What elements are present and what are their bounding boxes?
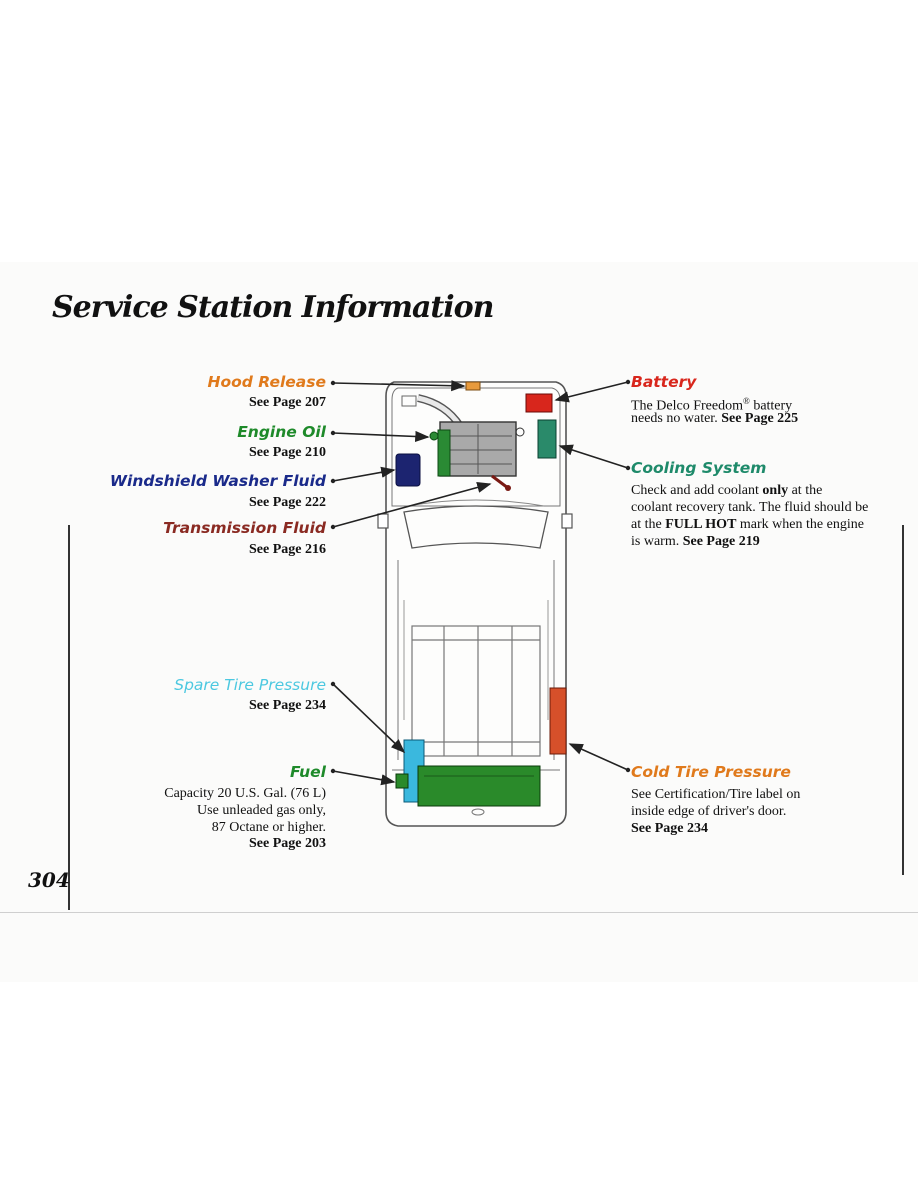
- leader-hood-release: [332, 380, 466, 392]
- cold-tire-marker: [549, 687, 567, 755]
- spare-tire-see-page: See Page 234: [249, 698, 326, 713]
- fuel-tank-marker: [417, 765, 541, 807]
- leader-transmission-fluid: [332, 481, 492, 528]
- fuel-octane-text: 87 Octane or higher.: [211, 820, 326, 835]
- transmission-fluid-label: Transmission Fluid: [163, 519, 326, 537]
- battery-marker: [525, 393, 553, 413]
- page-number: 304: [28, 868, 70, 892]
- roof-rack: [411, 625, 541, 757]
- coolant-tank-marker: [537, 419, 557, 459]
- fuel-see-page: See Page 203: [249, 836, 326, 851]
- fuel-unleaded-text: Use unleaded gas only,: [197, 803, 326, 818]
- hood-release-label: Hood Release: [207, 373, 326, 391]
- cooling-text-line3: at the FULL HOT mark when the engine: [631, 517, 864, 532]
- engine-oil-see-page: See Page 210: [249, 445, 326, 460]
- leader-cooling: [558, 444, 629, 469]
- washer-fluid-reservoir: [395, 453, 421, 487]
- footer-rule: [0, 912, 918, 913]
- engine-oil-marker: [437, 429, 451, 477]
- cold-tire-see-page: See Page 234: [631, 821, 708, 836]
- windshield: [403, 505, 549, 549]
- battery-text-line1: The Delco Freedom® battery: [631, 396, 793, 414]
- fuel-capacity-text: Capacity 20 U.S. Gal. (76 L): [164, 786, 326, 801]
- leader-battery: [554, 381, 629, 403]
- left-mirror: [377, 513, 389, 529]
- leader-washer-fluid: [332, 466, 396, 482]
- right-mirror: [561, 513, 573, 529]
- cooling-text-line2: coolant recovery tank. The fluid should …: [631, 500, 869, 515]
- cold-tire-label: Cold Tire Pressure: [631, 763, 791, 781]
- battery-see-page: See Page 225: [721, 411, 799, 426]
- engine-oil-label: Engine Oil: [237, 423, 326, 441]
- leader-spare-tire: [332, 683, 406, 754]
- cooling-text-line4: is warm. See Page 219: [631, 534, 760, 549]
- right-margin-rule: [902, 525, 904, 875]
- hood-release-see-page: See Page 207: [249, 395, 326, 410]
- transmission-dipstick: [491, 474, 509, 490]
- vehicle-body-outline: [385, 381, 567, 827]
- washer-fluid-see-page: See Page 222: [249, 495, 326, 510]
- leader-cold-tire: [568, 743, 629, 771]
- hood-release-marker: [465, 381, 481, 391]
- washer-fluid-label: Windshield Washer Fluid: [109, 472, 326, 490]
- cold-tire-text-line1: See Certification/Tire label on: [631, 787, 801, 802]
- fuel-label: Fuel: [290, 763, 326, 781]
- cooling-text-line1: Check and add coolant only at the: [631, 483, 823, 498]
- cooling-see-page: See Page 219: [682, 534, 760, 549]
- transmission-fluid-see-page: See Page 216: [249, 542, 326, 557]
- leader-fuel: [332, 770, 396, 786]
- cold-tire-text-line2: inside edge of driver's door.: [631, 804, 787, 819]
- cooling-system-label: Cooling System: [631, 459, 767, 477]
- page-title: Service Station Information: [52, 290, 494, 325]
- battery-text-line2: needs no water. See Page 225: [631, 411, 799, 426]
- left-margin-rule: [68, 525, 70, 910]
- battery-label: Battery: [631, 373, 697, 391]
- leader-engine-oil: [332, 430, 430, 443]
- spare-tire-label: Spare Tire Pressure: [174, 676, 326, 694]
